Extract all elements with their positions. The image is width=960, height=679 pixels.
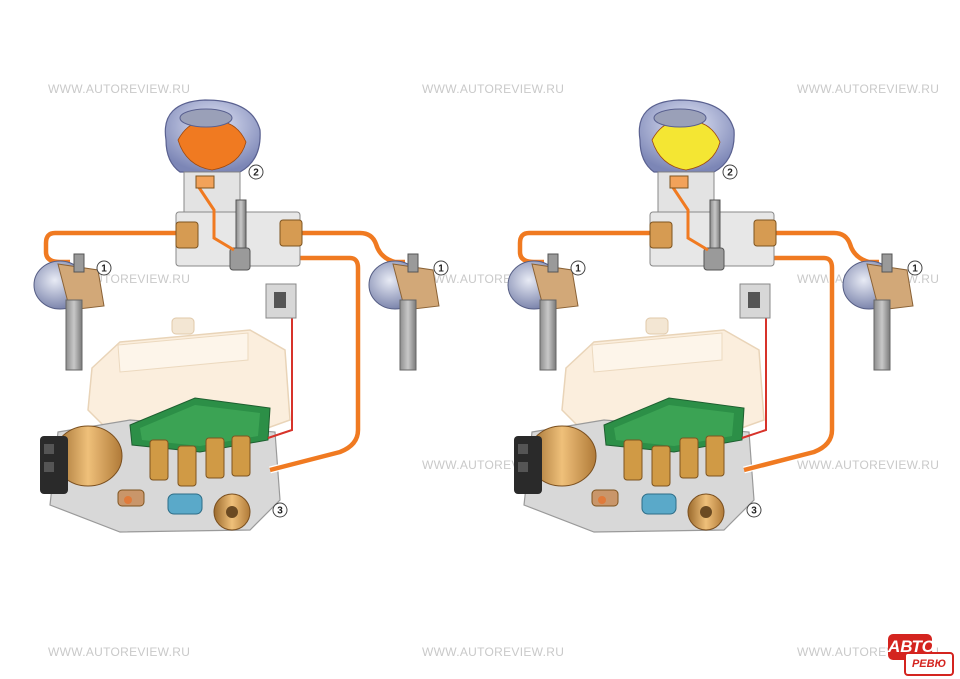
callout-1-right: 1 — [907, 260, 923, 276]
svg-text:3: 3 — [277, 506, 283, 517]
master-cylinder — [164, 99, 303, 319]
hydraulic-unit — [40, 310, 293, 533]
callout-2: 2 — [722, 164, 738, 180]
callout-3: 3 — [272, 502, 288, 518]
watermark-text: WWW.AUTOREVIEW.RU — [48, 82, 191, 96]
svg-text:2: 2 — [253, 168, 259, 179]
svg-text:1: 1 — [101, 264, 107, 275]
callout-3: 3 — [746, 502, 762, 518]
svg-text:1: 1 — [438, 264, 444, 275]
callout-1-right: 1 — [433, 260, 449, 276]
svg-text:3: 3 — [751, 506, 757, 517]
svg-text:1: 1 — [912, 264, 918, 275]
autoreview-logo: АВТО РЕВЮ — [888, 634, 954, 676]
wheel-brake-left — [507, 253, 579, 371]
watermark-text: WWW.AUTOREVIEW.RU — [422, 645, 565, 659]
master-cylinder — [638, 99, 777, 319]
wheel-brake-right — [842, 253, 914, 371]
callout-1-left: 1 — [570, 260, 586, 276]
callout-2: 2 — [248, 164, 264, 180]
watermark-text: WWW.AUTOREVIEW.RU — [797, 82, 940, 96]
hydraulic-unit — [514, 310, 767, 533]
watermark-text: WWW.AUTOREVIEW.RU — [422, 82, 565, 96]
logo-bottom: РЕВЮ — [904, 652, 954, 676]
watermark-text: WWW.AUTOREVIEW.RU — [797, 458, 940, 472]
svg-text:1: 1 — [575, 264, 581, 275]
callout-1-left: 1 — [96, 260, 112, 276]
svg-text:2: 2 — [727, 168, 733, 179]
wheel-brake-right — [368, 253, 440, 371]
brake-diagram-left: 1 1 2 3 — [33, 99, 449, 533]
wheel-brake-left — [33, 253, 105, 371]
watermark-text: WWW.AUTOREVIEW.RU — [48, 645, 191, 659]
brake-diagram-right: 1 1 2 3 — [507, 99, 923, 533]
